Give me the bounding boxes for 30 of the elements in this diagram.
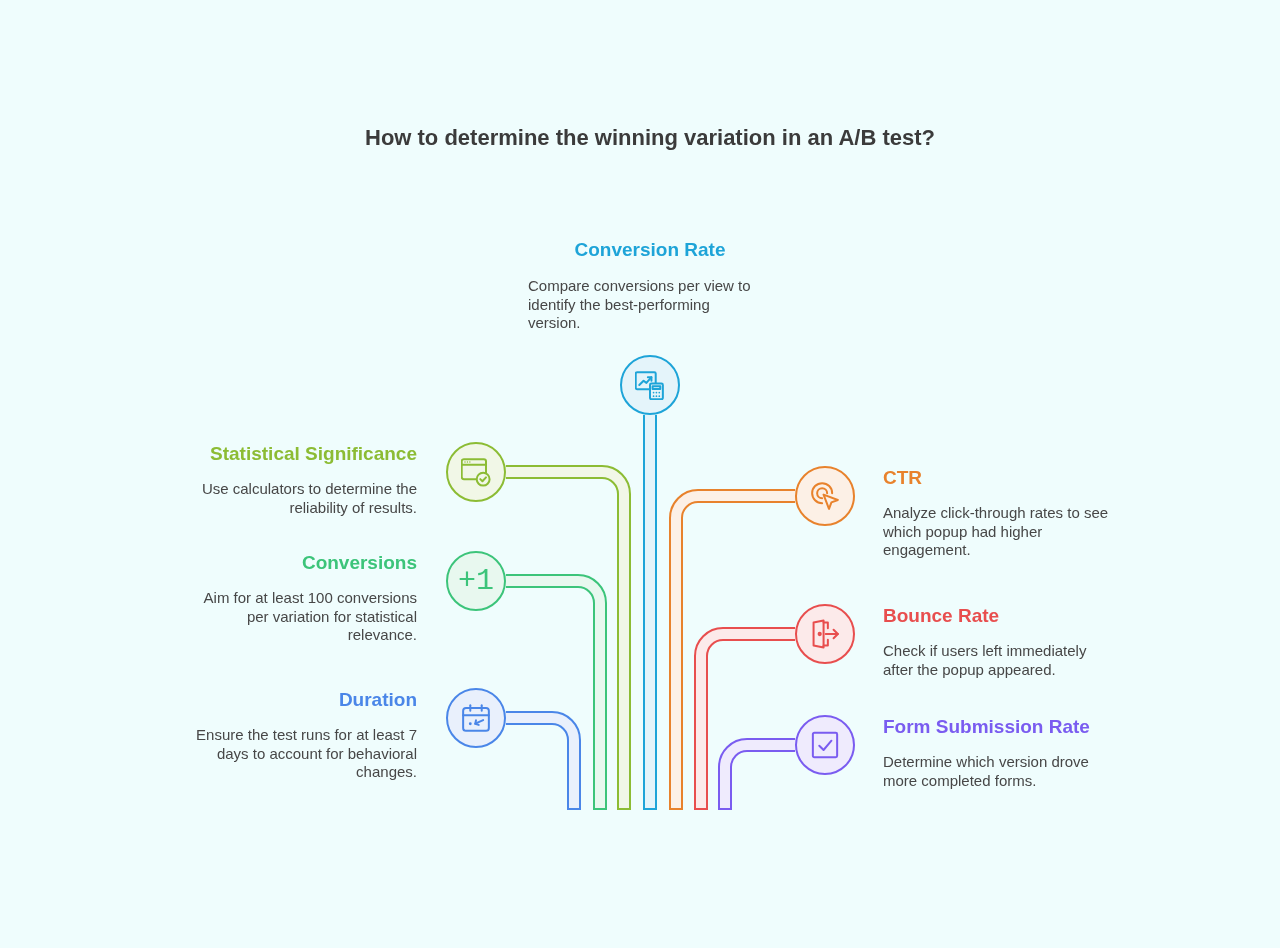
node-circle (620, 355, 680, 415)
circle-label: +1 (458, 565, 494, 597)
node-circle (795, 466, 855, 526)
pipe-connector (506, 574, 607, 810)
node-circle (795, 715, 855, 775)
description: Compare conversions per view to identify the best-performing version. (528, 277, 752, 333)
description: Check if users left immediately after the popup appeared. (883, 642, 1088, 679)
description: Analyze click-through rates to see which popup had higher engagement. (883, 504, 1110, 560)
node-circle (446, 551, 506, 611)
node-circle (446, 688, 506, 748)
heading: Duration (338, 688, 417, 712)
node-circle (795, 604, 855, 664)
pipe-connector (669, 489, 795, 810)
page-title: How to determine the winning variation in an A/B test? (365, 124, 935, 151)
heading: Statistical Significance (210, 442, 417, 466)
pipe-connector (694, 627, 795, 810)
pipe-connector (506, 711, 581, 810)
heading: Conversions (301, 551, 417, 575)
node-circle (446, 442, 506, 502)
description: Use calculators to determine the reliability of results. (200, 480, 417, 517)
heading: CTR (883, 466, 923, 490)
pipe-connector (643, 415, 657, 810)
heading: Bounce Rate (883, 604, 1000, 628)
description: Aim for at least 100 conversions per variation for statistical relevance. (202, 589, 417, 645)
pipe-connector (718, 738, 795, 810)
description: Ensure the test runs for at least 7 days to account for behavioral changes. (195, 726, 417, 782)
heading: Form Submission Rate (883, 715, 1090, 739)
heading: Conversion Rate (574, 238, 726, 262)
pipe-connector (506, 465, 631, 810)
description: Determine which version drove more completed forms. (883, 753, 1090, 790)
